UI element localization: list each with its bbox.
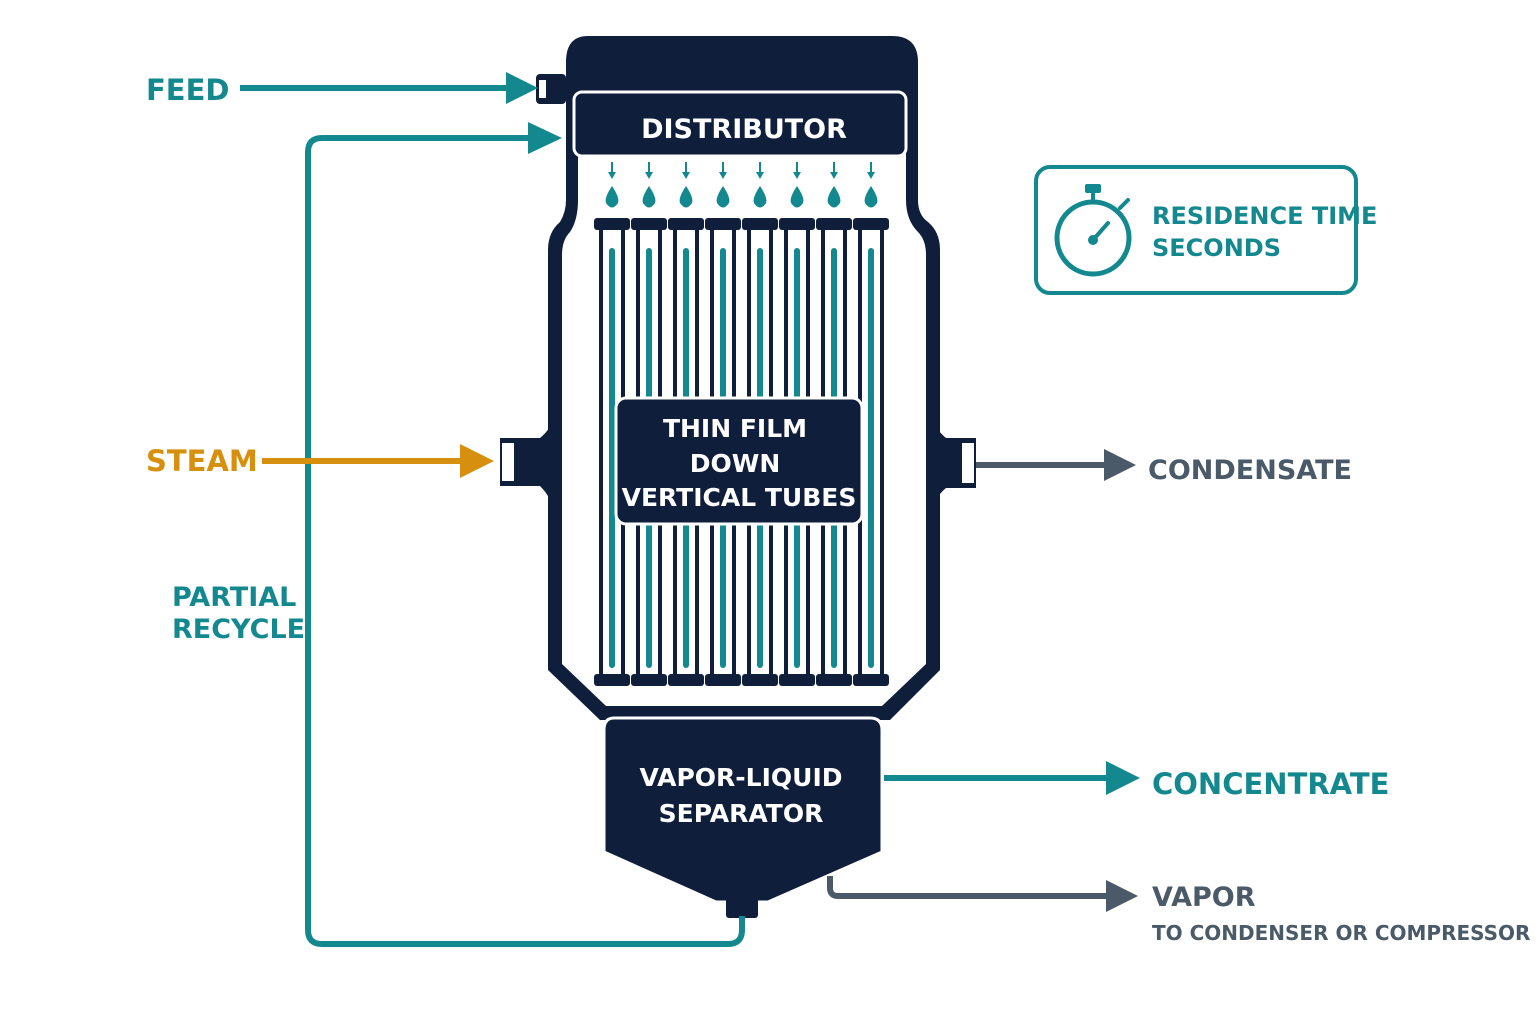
- evaporator-vessel: DISTRIBUTOR THIN FILM DOWN VERTICAL TUBE…: [500, 36, 976, 918]
- concentrate-stream: CONCENTRATE: [884, 761, 1389, 801]
- separator-drain: [726, 898, 758, 918]
- thin-film-label-2: DOWN: [690, 449, 781, 478]
- vapor-sublabel: TO CONDENSER OR COMPRESSOR: [1152, 921, 1530, 945]
- feed-arrow-icon: [506, 72, 538, 104]
- recycle-label-2: RECYCLE: [172, 614, 305, 645]
- thin-film-label-3: VERTICAL TUBES: [622, 483, 857, 512]
- residence-label-2: SECONDS: [1152, 234, 1281, 262]
- vapor-label: VAPOR: [1152, 882, 1256, 913]
- separator-label-1: VAPOR-LIQUID: [639, 763, 842, 792]
- residence-time-callout: RESIDENCE TIME SECONDS: [1034, 165, 1377, 295]
- partial-recycle-stream: PARTIAL RECYCLE: [172, 122, 745, 947]
- distributor-drop: [827, 162, 841, 208]
- vapor-stream: VAPOR TO CONDENSER OR COMPRESSOR: [827, 876, 1530, 945]
- thin-film-box: [614, 396, 864, 526]
- distributor-label: DISTRIBUTOR: [641, 114, 847, 145]
- distributor-drops: [605, 162, 878, 208]
- distributor-box: [572, 90, 908, 158]
- distributor-drop: [753, 162, 767, 208]
- recycle-arrow-icon: [528, 122, 562, 154]
- separator-label-2: SEPARATOR: [659, 799, 824, 828]
- distributor-drop: [790, 162, 804, 208]
- concentrate-arrow-icon: [1106, 761, 1140, 795]
- steam-nozzle: [500, 418, 552, 510]
- feed-stream: FEED: [146, 72, 538, 107]
- condensate-arrow-icon: [1104, 449, 1136, 481]
- condensate-stream: CONDENSATE: [976, 449, 1352, 486]
- concentrate-label: CONCENTRATE: [1152, 767, 1389, 801]
- feed-label: FEED: [146, 73, 230, 107]
- condensate-nozzle: [934, 418, 976, 510]
- distributor-drop: [716, 162, 730, 208]
- steam-label: STEAM: [146, 444, 258, 478]
- stopwatch-icon: [1054, 184, 1132, 277]
- thin-film-label-1: THIN FILM: [663, 414, 807, 443]
- distributor-drop: [679, 162, 693, 208]
- distributor-drop: [642, 162, 656, 208]
- distributor-drop: [864, 162, 878, 208]
- steam-arrow-icon: [460, 444, 494, 478]
- steam-stream: STEAM: [146, 444, 494, 478]
- recycle-label-1: PARTIAL: [172, 582, 296, 613]
- residence-label-1: RESIDENCE TIME: [1152, 202, 1377, 230]
- distributor-drop: [605, 162, 619, 208]
- condensate-label: CONDENSATE: [1148, 455, 1352, 486]
- vapor-arrow-icon: [1106, 880, 1138, 912]
- vapor-liquid-separator: [602, 716, 884, 904]
